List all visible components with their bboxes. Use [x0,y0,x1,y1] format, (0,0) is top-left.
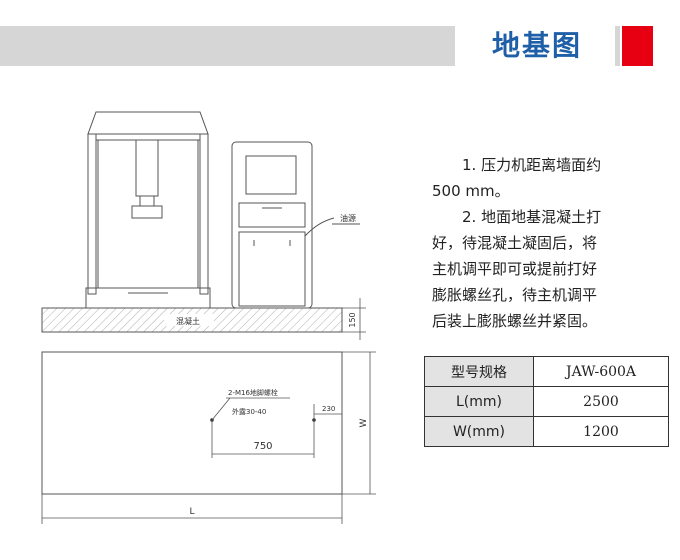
length-dimension-label: L [189,507,194,517]
page-title: 地基图 [491,29,582,62]
header-accent-block [622,26,653,66]
note-2-line-3: 主机调平即可或提前打好 [432,260,598,278]
table-row: L(mm) 2500 [424,386,669,417]
note-1-line-2: 500 mm。 [432,182,510,200]
spec-label-model: 型号规格 [424,356,534,387]
spec-table: 型号规格 JAW-600A L(mm) 2500 W(mm) 1200 [424,356,669,447]
anchor-bolt-label: 2-M16地脚螺栓 [228,388,278,397]
concrete-label: 混凝土 [176,316,200,326]
installation-notes: 1. 压力机距离墙面约 500 mm。 2. 地面地基混凝土打 好，待混凝土凝固… [432,152,670,334]
control-cabinet [231,141,313,309]
note-1-line-1: 1. 压力机距离墙面约 [462,156,602,174]
table-row: 型号规格 JAW-600A [424,356,669,387]
thickness-label: 150 [348,312,357,327]
table-row: W(mm) 1200 [424,416,669,447]
note-2-line-1: 2. 地面地基混凝土打 [462,208,602,226]
header-title-background [455,26,615,66]
spec-label-length: L(mm) [424,386,534,417]
plan-view: W L 2-M16地脚螺栓 外露30-40 230 750 [41,351,376,524]
spec-label-width: W(mm) [424,416,534,447]
anchor-bolt-exposure-label: 外露30-40 [232,407,266,416]
width-dimension-label: W [359,418,369,427]
note-2-line-4: 膨胀螺丝孔，待主机调平 [432,286,598,304]
concrete-slab: 混凝土 150 [41,298,366,340]
note-2-line-2: 好，待混凝土凝固后，将 [432,234,598,252]
spec-value-length: 2500 [533,386,669,417]
spec-value-width: 1200 [533,416,669,447]
press-machine [85,111,211,309]
note-2-line-5: 后装上膨胀螺丝并紧固。 [432,312,598,330]
spacing-dimension-label: 750 [253,441,272,452]
offset-dimension-label: 230 [322,405,335,413]
oil-source-label: 油源 [340,213,356,223]
oil-source-callout: 油源 [304,213,360,237]
spec-value-model: JAW-600A [533,356,669,387]
